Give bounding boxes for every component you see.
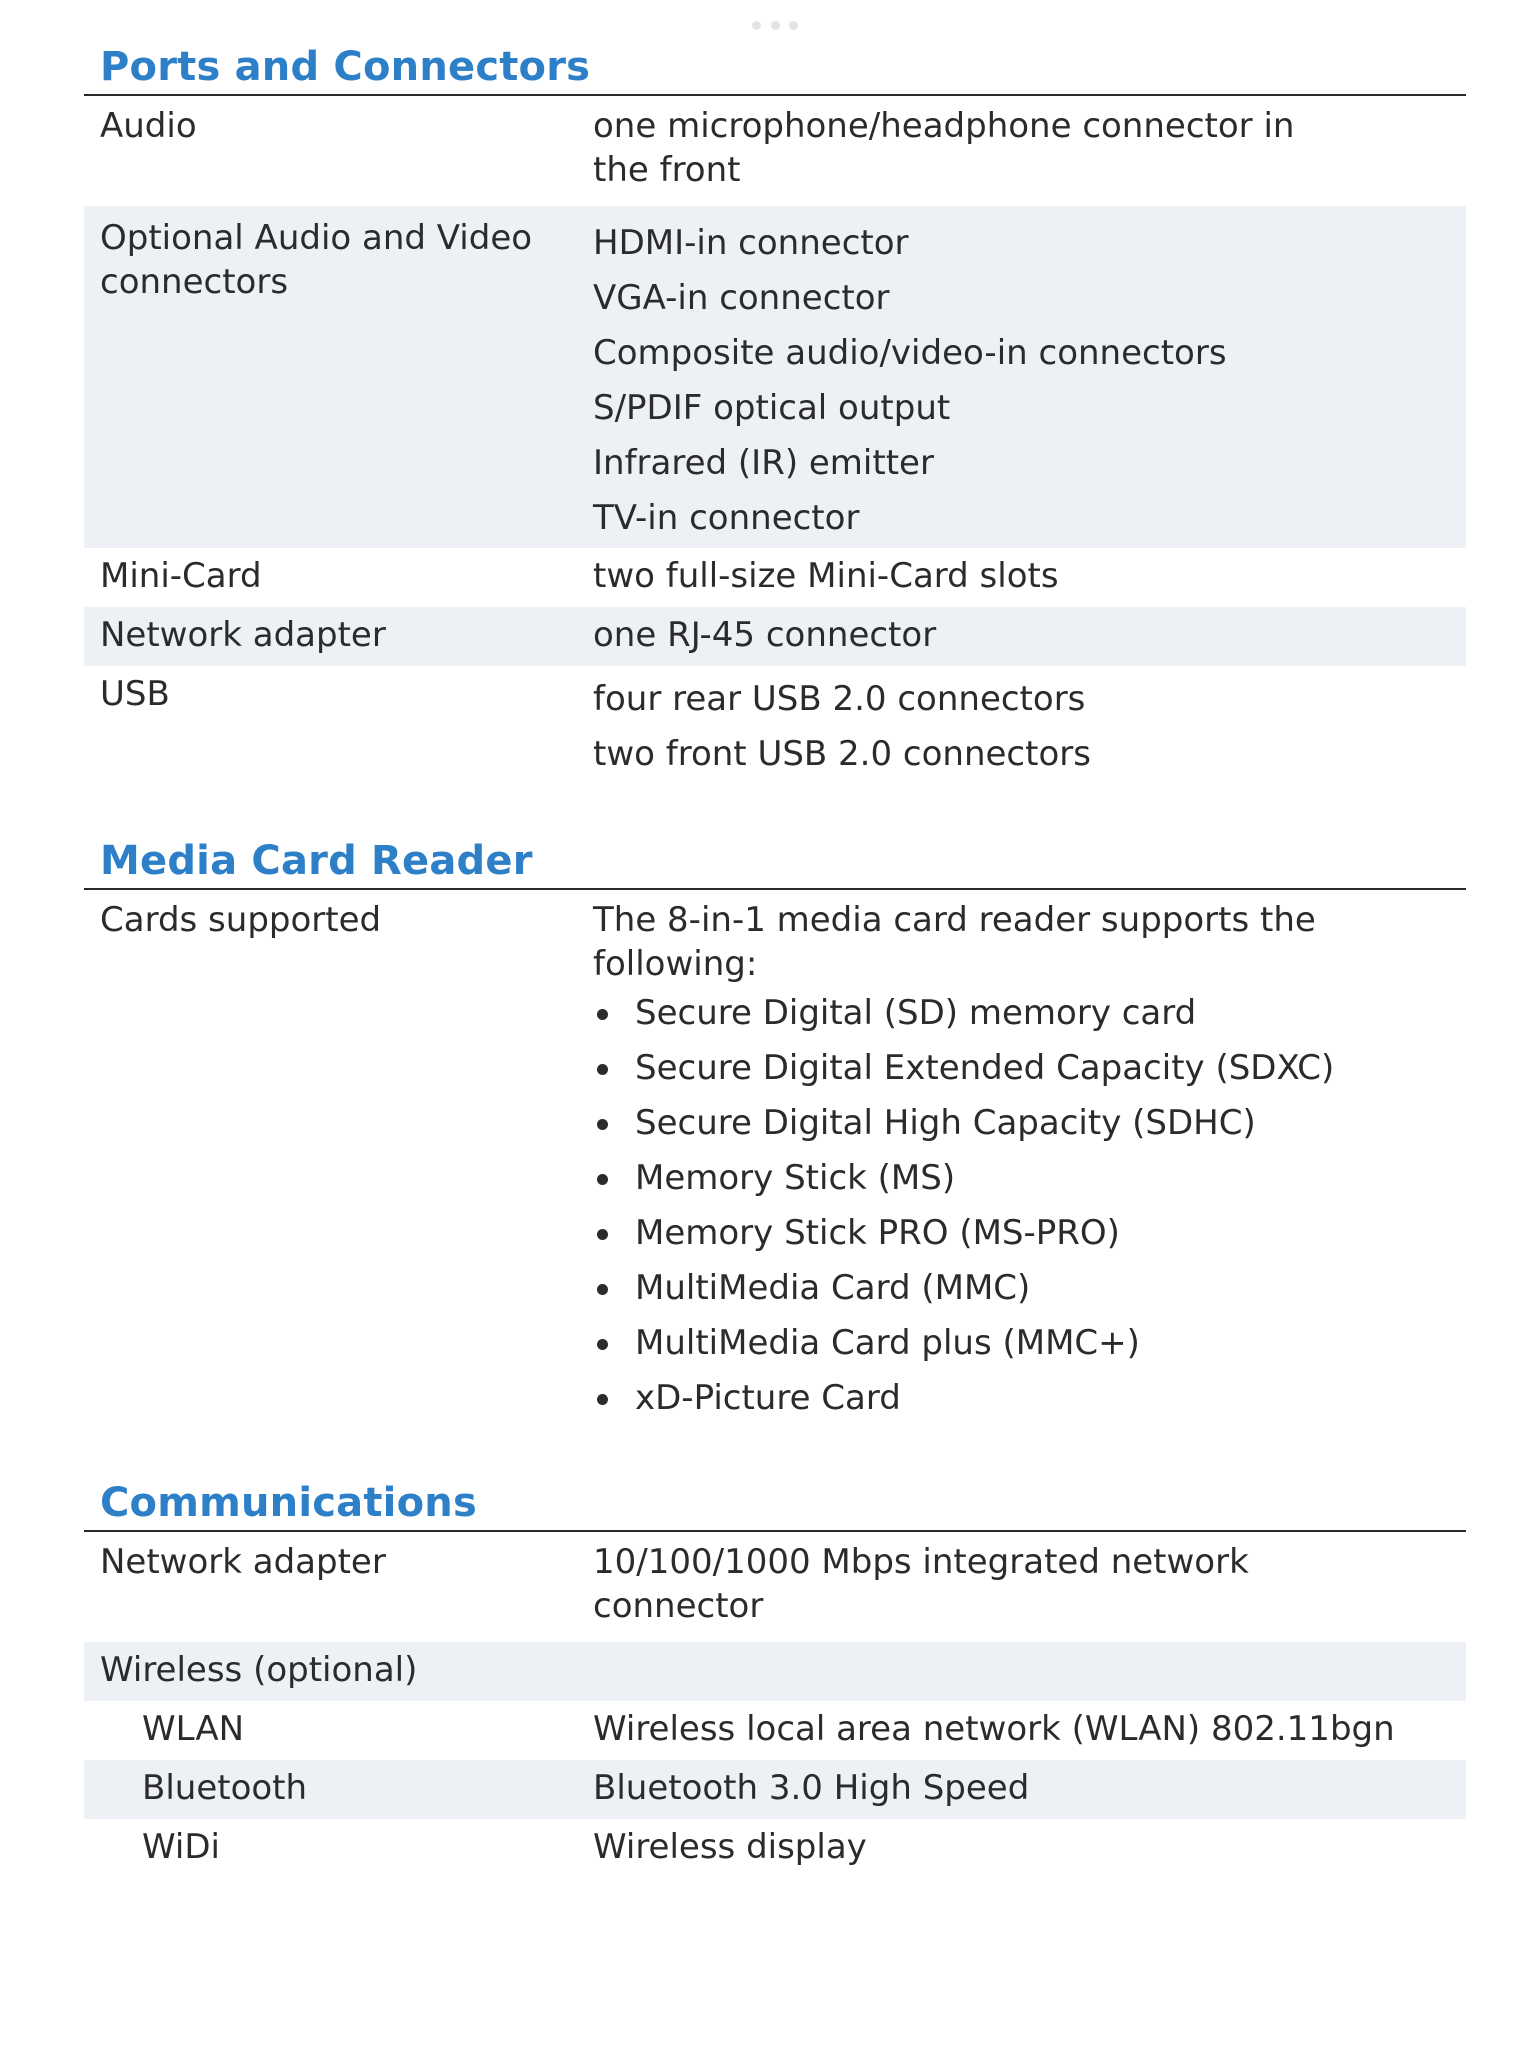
spec-label-line: connectors (100, 262, 289, 302)
section-title: Communications (84, 1476, 1466, 1532)
list-item-text: MultiMedia Card plus (MMC+) (635, 1323, 1140, 1363)
list-item: Secure Digital High Capacity (SDHC) (593, 1096, 1406, 1151)
page-dot (752, 20, 761, 30)
list-item: MultiMedia Card (MMC) (593, 1261, 1406, 1316)
spec-value-line: TV-in connector (593, 498, 860, 538)
spec-document: Ports and Connectors Audio one microphon… (84, 40, 1466, 1878)
bullet-icon (597, 1174, 608, 1185)
list-item-text: Secure Digital (SD) memory card (635, 993, 1197, 1033)
list-item: MultiMedia Card plus (MMC+) (593, 1316, 1406, 1371)
section-media-card-reader: Media Card Reader Cards supported The 8-… (84, 834, 1466, 1426)
page-indicator (752, 18, 798, 32)
bullet-icon (597, 1394, 608, 1405)
spec-label: Cards supported (100, 900, 382, 940)
spec-label: Network adapter (100, 615, 386, 655)
spec-label: WLAN (142, 1709, 245, 1749)
spec-value: HDMI-in connector VGA-in connector Compo… (593, 216, 1466, 546)
spec-row-cards-supported: Cards supported The 8-in-1 media card re… (84, 890, 1466, 1426)
spec-row-wireless: Wireless (optional) (84, 1642, 1466, 1701)
spec-row-widi: WiDi Wireless display (84, 1819, 1466, 1878)
spec-value-line: 10/100/1000 Mbps integrated network (593, 1542, 1249, 1582)
section-title: Media Card Reader (84, 834, 1466, 890)
spec-label-line: Optional Audio and Video (100, 218, 533, 258)
page-dot (789, 20, 798, 30)
spec-value: Bluetooth 3.0 High Speed (593, 1768, 1030, 1808)
bullet-icon (597, 1009, 608, 1020)
spec-label: USB (100, 674, 170, 714)
spec-value-line: four rear USB 2.0 connectors (593, 679, 1086, 719)
spec-row-bluetooth: Bluetooth Bluetooth 3.0 High Speed (84, 1760, 1466, 1819)
spec-row-optional-audio-video: Optional Audio and Video connectors HDMI… (84, 206, 1466, 548)
list-item: Memory Stick (MS) (593, 1151, 1406, 1206)
spec-label: Network adapter (100, 1542, 386, 1582)
bullet-icon (597, 1284, 608, 1295)
spec-value-line: one microphone/headphone connector in (593, 106, 1295, 146)
spec-value-line: VGA-in connector (593, 278, 890, 318)
list-item-text: Memory Stick (MS) (635, 1158, 956, 1198)
spec-value-line: The 8-in-1 media card reader supports th… (593, 900, 1316, 940)
spec-value-line: following: (593, 944, 758, 984)
spec-value: Wireless local area network (WLAN) 802.1… (593, 1709, 1395, 1749)
spec-label: Audio (100, 106, 197, 146)
spec-row-network-adapter: Network adapter one RJ-45 connector (84, 607, 1466, 666)
spec-value: two full-size Mini-Card slots (593, 556, 1059, 596)
section-ports-and-connectors: Ports and Connectors Audio one microphon… (84, 40, 1466, 790)
spec-row-mini-card: Mini-Card two full-size Mini-Card slots (84, 548, 1466, 607)
section-communications: Communications Network adapter 10/100/10… (84, 1476, 1466, 1878)
spec-row-usb: USB four rear USB 2.0 connectors two fro… (84, 666, 1466, 790)
spec-row-audio: Audio one microphone/headphone connector… (84, 96, 1466, 206)
spec-value-line: two front USB 2.0 connectors (593, 734, 1091, 774)
spec-label: Wireless (optional) (100, 1650, 418, 1690)
spec-label: WiDi (142, 1827, 220, 1867)
bullet-icon (597, 1119, 608, 1130)
spec-value: 10/100/1000 Mbps integrated network conn… (593, 1540, 1466, 1628)
spec-value: one RJ-45 connector (593, 615, 937, 655)
list-item-text: Secure Digital Extended Capacity (SDXC) (635, 1048, 1335, 1088)
spec-value-line: Composite audio/video-in connectors (593, 333, 1227, 373)
list-item: xD-Picture Card (593, 1371, 1406, 1426)
spec-value: one microphone/headphone connector in th… (593, 104, 1466, 192)
bullet-icon (597, 1339, 608, 1350)
list-item-text: MultiMedia Card (MMC) (635, 1268, 1031, 1308)
cards-list: Secure Digital (SD) memory card Secure D… (593, 986, 1406, 1426)
bullet-icon (597, 1229, 608, 1240)
spec-value-line: connector (593, 1586, 764, 1626)
page-dot (770, 20, 780, 30)
list-item: Secure Digital Extended Capacity (SDXC) (593, 1041, 1406, 1096)
spec-value-line: HDMI-in connector (593, 223, 909, 263)
list-item-text: Secure Digital High Capacity (SDHC) (635, 1103, 1256, 1143)
list-item-text: Memory Stick PRO (MS-PRO) (635, 1213, 1120, 1253)
spec-row-comms-network-adapter: Network adapter 10/100/1000 Mbps integra… (84, 1532, 1466, 1642)
spec-label: Optional Audio and Video connectors (84, 216, 593, 304)
spec-value-line: S/PDIF optical output (593, 388, 951, 428)
list-item-text: xD-Picture Card (635, 1378, 901, 1418)
spec-value: four rear USB 2.0 connectors two front U… (593, 672, 1466, 782)
spec-label: Mini-Card (100, 556, 262, 596)
list-item: Memory Stick PRO (MS-PRO) (593, 1206, 1406, 1261)
spec-value-line: Infrared (IR) emitter (593, 443, 934, 483)
section-title: Ports and Connectors (84, 40, 1466, 96)
bullet-icon (597, 1064, 608, 1075)
spec-value-line: the front (593, 150, 741, 190)
spec-row-wlan: WLAN Wireless local area network (WLAN) … (84, 1701, 1466, 1760)
list-item: Secure Digital (SD) memory card (593, 986, 1406, 1041)
spec-value: The 8-in-1 media card reader supports th… (593, 898, 1466, 1426)
spec-label: Bluetooth (142, 1768, 308, 1808)
spec-value: Wireless display (593, 1827, 867, 1867)
